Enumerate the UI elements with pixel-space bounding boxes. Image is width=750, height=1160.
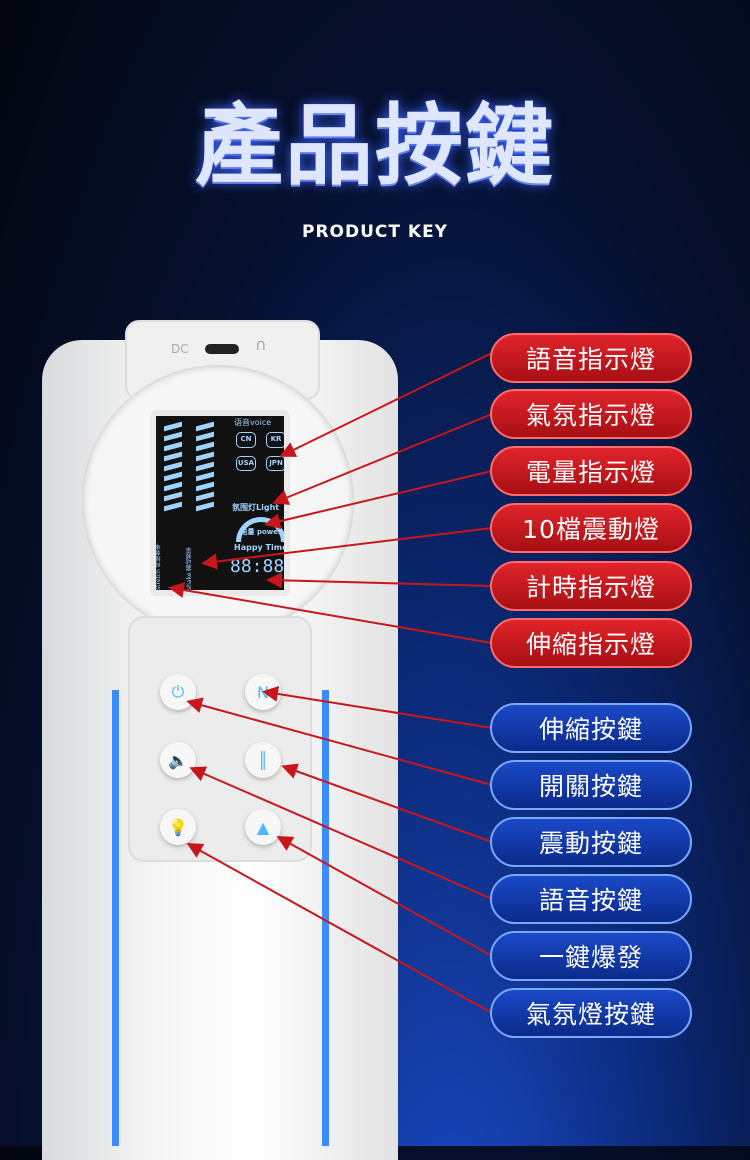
bulb-icon: 💡	[168, 817, 188, 837]
vibration-icon: ║	[258, 750, 268, 770]
stretch-icon: N	[257, 682, 269, 702]
label-power-button: 開關按鍵	[490, 760, 692, 810]
voice-label: 语音voice	[234, 418, 272, 427]
label-voice-indicator: 語音指示燈	[490, 333, 692, 383]
vibration-button[interactable]: ║	[245, 742, 281, 778]
label-stretch-indicator: 伸縮指示燈	[490, 618, 692, 668]
voice-button[interactable]: 🔈	[160, 742, 196, 778]
label-burst-button: 一鍵爆發	[490, 931, 692, 981]
power-button[interactable]: ⏻	[160, 674, 196, 710]
label-light-button: 氣氛燈按鍵	[490, 988, 692, 1038]
light-label: 氛围灯Light	[232, 503, 280, 512]
power-label: 电量 power	[240, 528, 282, 536]
lang-jpn: JPN	[266, 455, 284, 472]
label-vibration-indicator: 10檔震動燈	[490, 503, 692, 553]
stretch-level-bars	[164, 421, 182, 514]
rocket-icon: ▲	[256, 817, 270, 837]
label-vibration-button: 震動按鍵	[490, 817, 692, 867]
light-stripe	[322, 690, 329, 1146]
label-stretch-button: 伸縮按鍵	[490, 703, 692, 753]
lang-usa: USA	[236, 455, 256, 472]
headphone-icon: ∩	[255, 335, 267, 354]
button-panel	[128, 616, 312, 862]
lang-cn: CN	[236, 432, 256, 448]
page-title: 產品按鍵	[194, 93, 555, 197]
label-power-indicator: 電量指示燈	[490, 446, 692, 496]
lcd-screen: 语音voice CN KR USA JPN 氛围灯Light 电量 power …	[150, 410, 290, 596]
label-voice-button: 語音按鍵	[490, 874, 692, 924]
power-icon: ⏻	[171, 682, 185, 701]
speaker-icon: 🔈	[168, 750, 188, 770]
timer-label: Happy Time	[234, 543, 288, 552]
page-subtitle: PRODUCT KEY	[301, 222, 448, 242]
dc-port-icon	[205, 344, 239, 354]
shake-level-bars	[196, 421, 214, 514]
shake-label: shake 震动频率	[186, 546, 193, 590]
timer-display: 88:88	[230, 556, 285, 577]
lang-kr: KR	[266, 432, 284, 448]
stretch-label: stretch 伸缩频率	[155, 543, 162, 590]
dc-port-label: DC	[171, 342, 189, 356]
light-stripe	[112, 690, 119, 1146]
stretch-button[interactable]: N	[245, 674, 281, 710]
label-light-indicator: 氣氛指示燈	[490, 389, 692, 439]
label-timer-indicator: 計時指示燈	[490, 561, 692, 611]
light-button[interactable]: 💡	[160, 809, 196, 845]
burst-button[interactable]: ▲	[245, 809, 281, 845]
